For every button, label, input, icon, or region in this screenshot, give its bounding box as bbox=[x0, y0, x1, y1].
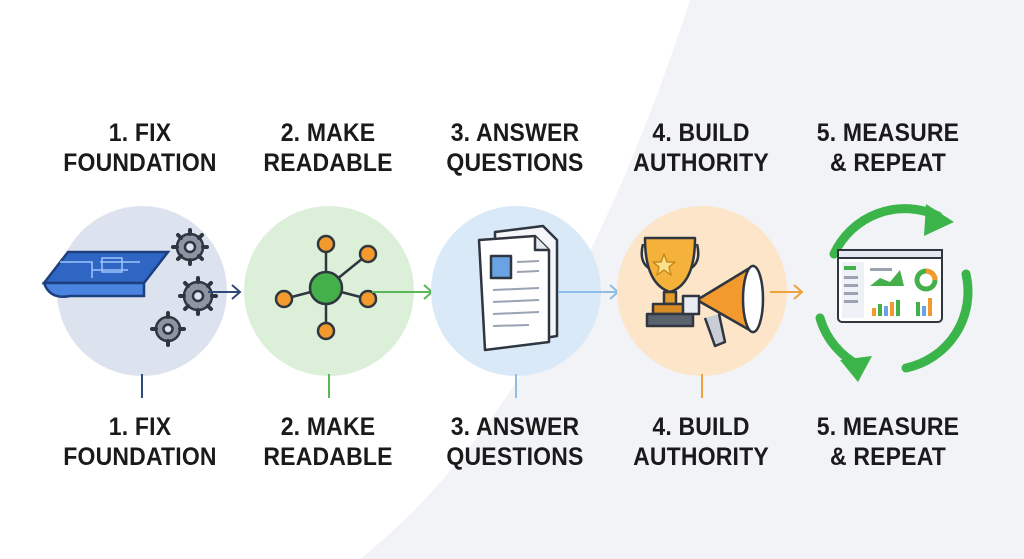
network-nodes-icon bbox=[274, 234, 378, 341]
step-2-tick bbox=[328, 374, 330, 398]
step-5: 5. MEASURE& REPEAT bbox=[788, 0, 988, 559]
step-4-tick bbox=[701, 374, 703, 398]
step-1-tick bbox=[141, 374, 143, 398]
document-icon bbox=[477, 224, 559, 352]
arrow-4-icon bbox=[770, 284, 804, 300]
dashboard-cycle-icon bbox=[815, 204, 973, 382]
arrow-1-icon bbox=[208, 284, 242, 300]
step-3-tick bbox=[515, 374, 517, 398]
trophy-megaphone-icon bbox=[640, 236, 765, 348]
blueprint-gears-icon bbox=[41, 228, 218, 347]
step-5-title-bottom: 5. MEASURE& REPEAT bbox=[816, 413, 960, 471]
step-5-title-top: 5. MEASURE& REPEAT bbox=[816, 119, 960, 177]
